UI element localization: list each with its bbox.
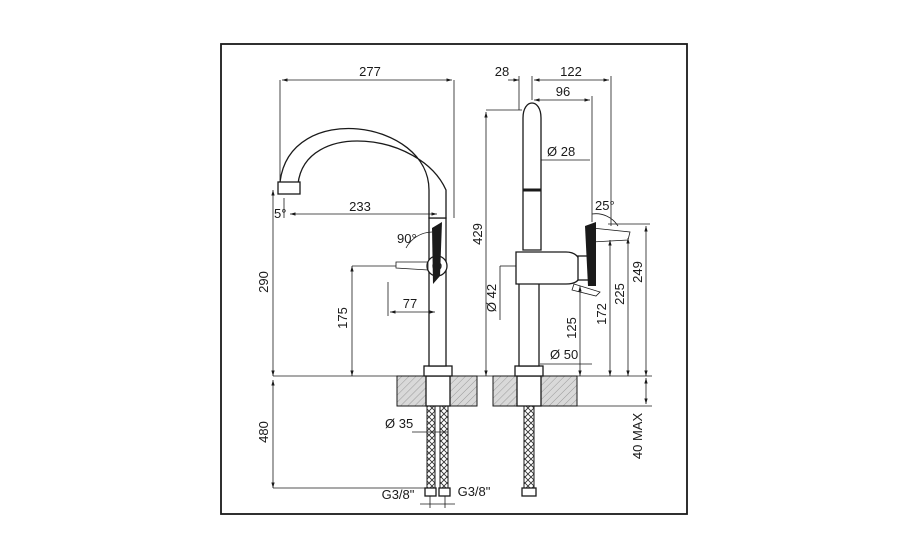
side-body-column <box>518 277 540 367</box>
dim-spout-dia: Ø 28 <box>547 144 575 159</box>
dim-spout-tip-angle: 5° <box>274 206 286 221</box>
front-dimension-lines <box>271 78 455 508</box>
dim-lever-offset: 77 <box>403 296 417 311</box>
side-base-nut <box>516 375 542 407</box>
front-hose-right <box>439 405 449 489</box>
dim-overall-height: 429 <box>470 223 485 245</box>
front-view <box>277 127 478 497</box>
dim-hose-thread-right: G3/8" <box>458 484 491 499</box>
dim-height-249: 249 <box>630 261 645 283</box>
dim-side-lever-reach: 122 <box>560 64 582 79</box>
dim-side-lever-body: 96 <box>556 84 570 99</box>
dim-body-dia: Ø 42 <box>484 284 499 312</box>
dim-lever-angle-side: 25° <box>595 198 615 213</box>
dim-below-deck-length: 480 <box>256 421 271 443</box>
side-body-block <box>515 251 581 285</box>
dim-base-dia: Ø 50 <box>550 347 578 362</box>
front-lever <box>432 222 442 284</box>
drawing-frame <box>220 43 688 515</box>
side-hose <box>523 405 535 489</box>
dim-spout-to-axis: 233 <box>349 199 371 214</box>
dim-height-225: 225 <box>612 283 627 305</box>
dim-height-to-spout: 290 <box>256 271 271 293</box>
dim-spout-reach: 277 <box>359 64 381 79</box>
dim-height-172: 172 <box>594 303 609 325</box>
front-hose-left <box>426 405 436 489</box>
dim-supply-hose-dia: Ø 35 <box>385 416 413 431</box>
side-spout <box>522 102 542 251</box>
dim-side-offset: 28 <box>495 64 509 79</box>
front-base-nut <box>425 375 451 407</box>
dim-height-to-lever-axis: 175 <box>335 307 350 329</box>
side-view <box>492 102 631 497</box>
dim-hose-thread-left: G3/8" <box>382 487 415 502</box>
dim-deck-max: 40 MAX <box>630 413 645 460</box>
dim-height-125: 125 <box>564 317 579 339</box>
side-dimension-lines <box>484 76 652 407</box>
dim-lever-angle-front: 90° <box>397 231 417 246</box>
side-lever <box>585 222 596 286</box>
